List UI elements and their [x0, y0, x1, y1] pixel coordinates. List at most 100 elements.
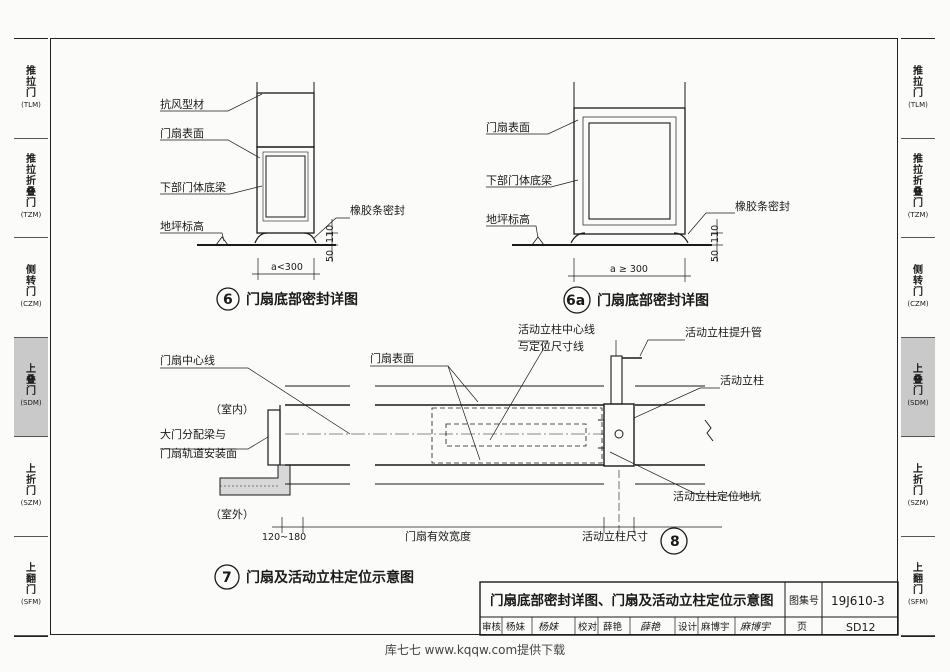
d7-label-lift-pipe: 活动立柱提升管 [685, 325, 762, 339]
side-tab-code: (SDM) [20, 399, 42, 408]
side-tab-char: 上 [913, 563, 923, 575]
side-tab-code: (SDM) [907, 399, 929, 408]
side-tab-char: 门 [26, 286, 36, 298]
d6a-label-floor: 地坪标高 [486, 212, 530, 226]
check-signature: 薛艳 [640, 621, 661, 633]
d6-dim-v2: 110 [325, 225, 336, 243]
side-tab-char: 叠 [913, 375, 923, 387]
d6a-dim-width: a ≥ 300 [610, 264, 648, 275]
side-tab-char: 门 [913, 198, 923, 210]
d6-label-wind: 抗风型材 [160, 97, 204, 111]
side-tab-code: (SZM) [20, 498, 42, 507]
check-label: 校对 [578, 621, 598, 633]
side-tab-code: (CZM) [907, 299, 929, 308]
d6-number: 6 [223, 292, 233, 308]
d7-dim-post: 活动立柱尺寸 [582, 529, 648, 543]
side-tab-char: 门 [913, 286, 923, 298]
side-tab-code: (TLM) [908, 100, 928, 109]
d7-label-post-center-1: 活动立柱中心线 [518, 322, 595, 336]
side-tab[interactable]: 上折门(SZM) [14, 437, 48, 537]
side-tab-char: 推 [26, 154, 36, 166]
side-tab[interactable]: 侧转门(CZM) [901, 238, 935, 338]
page-value: SD12 [846, 621, 875, 634]
side-tab-code: (TLM) [21, 100, 41, 109]
d7-dim-width: 门扇有效宽度 [405, 529, 471, 543]
side-tab-char: 翻 [26, 574, 36, 586]
check-name: 薛艳 [603, 621, 623, 633]
drawing-frame [50, 38, 898, 635]
left-side-index: 推拉门(TLM)推拉折叠门(TZM)侧转门(CZM)上叠门(SDM)上折门(SZ… [14, 38, 48, 637]
side-tab[interactable]: 上叠门(SDM) [14, 337, 48, 437]
side-tab-char: 叠 [26, 375, 36, 387]
atlas-value: 19J610-3 [831, 594, 885, 608]
side-tab-char: 折 [26, 176, 36, 188]
d7-label-surface: 门扇表面 [370, 351, 414, 365]
detail-6a-drawing [486, 82, 735, 314]
side-tab[interactable]: 上折门(SZM) [901, 437, 935, 537]
d6-label-floor: 地坪标高 [160, 219, 204, 233]
d7-label-beam-1: 大门分配梁与 [160, 427, 226, 441]
side-tab-code: (SFM) [908, 598, 928, 607]
d6-label-seal: 橡胶条密封 [350, 203, 405, 217]
d6a-title: 门扇底部密封详图 [597, 292, 709, 309]
d6a-label-beam: 下部门体底梁 [486, 173, 552, 187]
side-tab-char: 门 [913, 485, 923, 497]
side-tab-char: 折 [26, 474, 36, 486]
side-tab-char: 侧 [26, 264, 36, 276]
d7-label-outdoor: （室外） [210, 507, 254, 521]
side-tab-char: 转 [26, 275, 36, 287]
side-tab-code: (TZM) [20, 211, 42, 220]
side-tab[interactable]: 推拉折叠门(TZM) [14, 139, 48, 238]
side-tab-char: 上 [26, 563, 36, 575]
d7-label-indoor: （室内） [210, 402, 254, 416]
design-name: 麻博宇 [701, 621, 730, 633]
side-tab-char: 转 [913, 275, 923, 287]
side-tab-char: 门 [26, 585, 36, 597]
side-tab-char: 推 [913, 154, 923, 166]
side-tab[interactable]: 推拉门(TLM) [901, 39, 935, 139]
d6-label-surface: 门扇表面 [160, 126, 204, 140]
side-tab-char: 折 [913, 474, 923, 486]
d6a-label-surface: 门扇表面 [486, 120, 530, 134]
side-tab[interactable]: 上翻门(SFM) [14, 537, 48, 636]
d7-ref-number: 8 [670, 534, 680, 550]
side-tab-char: 推 [26, 65, 36, 77]
side-tab-char: 拉 [26, 165, 36, 177]
d7-label-beam-2: 门扇轨道安装面 [160, 446, 237, 460]
design-signature: 麻博宇 [740, 621, 772, 633]
design-label: 设计 [678, 621, 698, 633]
side-tab-char: 叠 [913, 187, 923, 199]
detail-7-drawing [160, 339, 758, 590]
side-tab-char: 上 [913, 463, 923, 475]
side-tab[interactable]: 推拉门(TLM) [14, 39, 48, 139]
side-tab-char: 门 [913, 87, 923, 99]
side-tab-char: 门 [913, 585, 923, 597]
side-tab-char: 上 [26, 364, 36, 376]
side-tab-char: 拉 [913, 165, 923, 177]
d7-label-centerline: 门扇中心线 [160, 353, 215, 367]
side-tab-char: 推 [913, 65, 923, 77]
side-tab-char: 上 [26, 463, 36, 475]
d7-dim-left: 120~180 [262, 532, 306, 543]
review-name: 杨妹 [506, 621, 526, 633]
detail-6-drawing [160, 82, 350, 311]
footer-watermark: 库七七 www.kqqw.com提供下载 [384, 643, 566, 657]
d6-label-beam: 下部门体底梁 [160, 180, 226, 194]
side-tab[interactable]: 上叠门(SDM) [901, 337, 935, 437]
title-block-title: 门扇底部密封详图、门扇及活动立柱定位示意图 [490, 592, 774, 609]
side-tab-char: 上 [913, 364, 923, 376]
side-tab[interactable]: 推拉折叠门(TZM) [901, 139, 935, 238]
side-tab-char: 门 [26, 87, 36, 99]
side-tab[interactable]: 上翻门(SFM) [901, 537, 935, 636]
d6-dim-width: a<300 [271, 262, 303, 273]
atlas-label: 图集号 [789, 594, 819, 607]
d7-label-post: 活动立柱 [720, 373, 764, 387]
title-block-grid [479, 581, 899, 636]
side-tab[interactable]: 侧转门(CZM) [14, 238, 48, 338]
side-tab-char: 门 [26, 485, 36, 497]
side-tab-code: (SFM) [21, 598, 41, 607]
side-tab-char: 门 [913, 386, 923, 398]
review-signature: 杨妹 [538, 621, 559, 633]
d7-label-pit: 活动立柱定位地坑 [673, 489, 761, 503]
